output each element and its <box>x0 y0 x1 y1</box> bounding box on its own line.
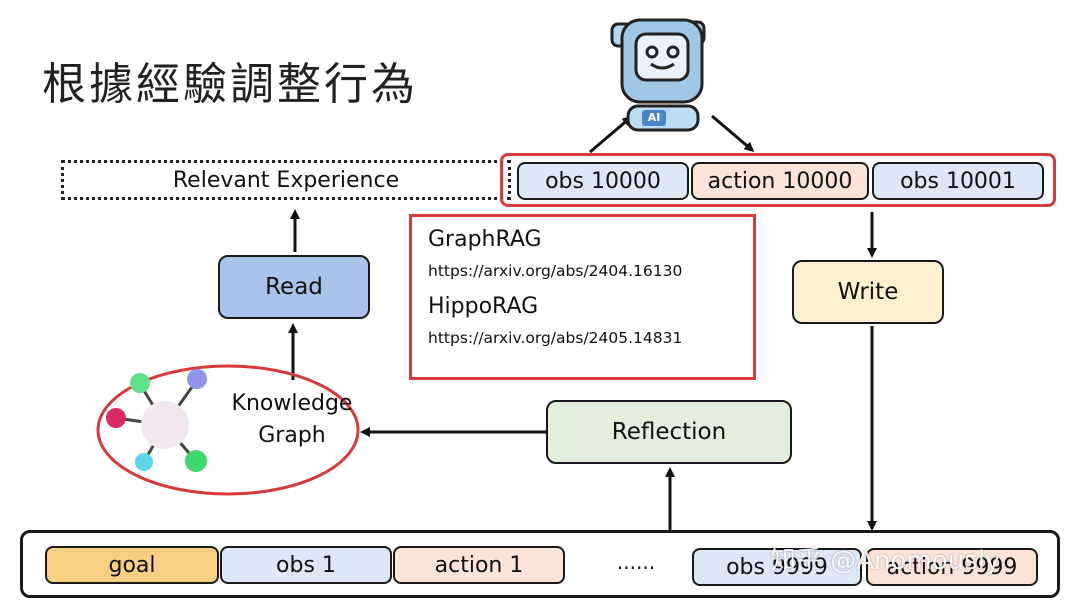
relevant-experience-box: Relevant Experience <box>61 160 511 200</box>
reference-name-hipporag: HippoRAG <box>428 294 539 319</box>
knowledge-graph-label-line2: Graph <box>258 423 326 448</box>
reflection-label: Reflection <box>611 419 727 445</box>
current-action-cell: action 10000 <box>691 162 869 200</box>
memory-ellipsis: ...... <box>616 550 656 574</box>
reference-name-graphrag: GraphRAG <box>428 227 542 252</box>
current-obs-label: obs 10000 <box>545 168 661 194</box>
robot-badge: AI <box>647 111 661 124</box>
robot-icon <box>610 18 706 132</box>
memory-action1-cell: action 1 <box>393 546 565 584</box>
reference-url-hipporag[interactable]: https://arxiv.org/abs/2405.14831 <box>428 329 683 347</box>
memory-action-last-label: action 9999 <box>886 554 1018 580</box>
knowledge-graph-label-line1: Knowledge <box>231 391 353 416</box>
references-box: GraphRAG https://arxiv.org/abs/2404.1613… <box>409 214 756 380</box>
memory-bar <box>20 530 1060 598</box>
read-label: Read <box>265 274 323 300</box>
write-box: Write <box>792 260 944 324</box>
memory-obs-last-label: obs 9999 <box>726 554 828 580</box>
arrow-obs-to-robot <box>589 116 633 154</box>
knowledge-graph-outline <box>96 364 360 496</box>
reflection-box: Reflection <box>546 400 792 464</box>
current-obs-cell: obs 10000 <box>517 162 689 200</box>
watermark: 知乎 @Anomously <box>770 546 1001 576</box>
memory-obs-last-cell: obs 9999 <box>692 548 862 586</box>
write-label: Write <box>837 279 899 305</box>
read-box: Read <box>218 255 370 319</box>
knowledge-graph-icon <box>106 369 207 472</box>
memory-goal-cell: goal <box>45 546 219 584</box>
relevant-experience-label: Relevant Experience <box>172 167 400 193</box>
memory-action1-label: action 1 <box>434 552 524 578</box>
page-title: 根據經驗調整行為 <box>42 59 418 110</box>
memory-obs1-label: obs 1 <box>276 552 336 578</box>
current-action-label: action 10000 <box>707 168 853 194</box>
current-step-highlight <box>500 153 1056 207</box>
memory-action-last-cell: action 9999 <box>866 548 1038 586</box>
arrow-robot-to-action <box>711 114 755 152</box>
next-obs-cell: obs 10001 <box>872 162 1044 200</box>
knowledge-graph-label: Knowledge Graph <box>222 388 362 452</box>
memory-obs1-cell: obs 1 <box>220 546 392 584</box>
next-obs-label: obs 10001 <box>900 168 1016 194</box>
memory-goal-label: goal <box>108 552 156 578</box>
reference-url-graphrag[interactable]: https://arxiv.org/abs/2404.16130 <box>428 262 683 280</box>
